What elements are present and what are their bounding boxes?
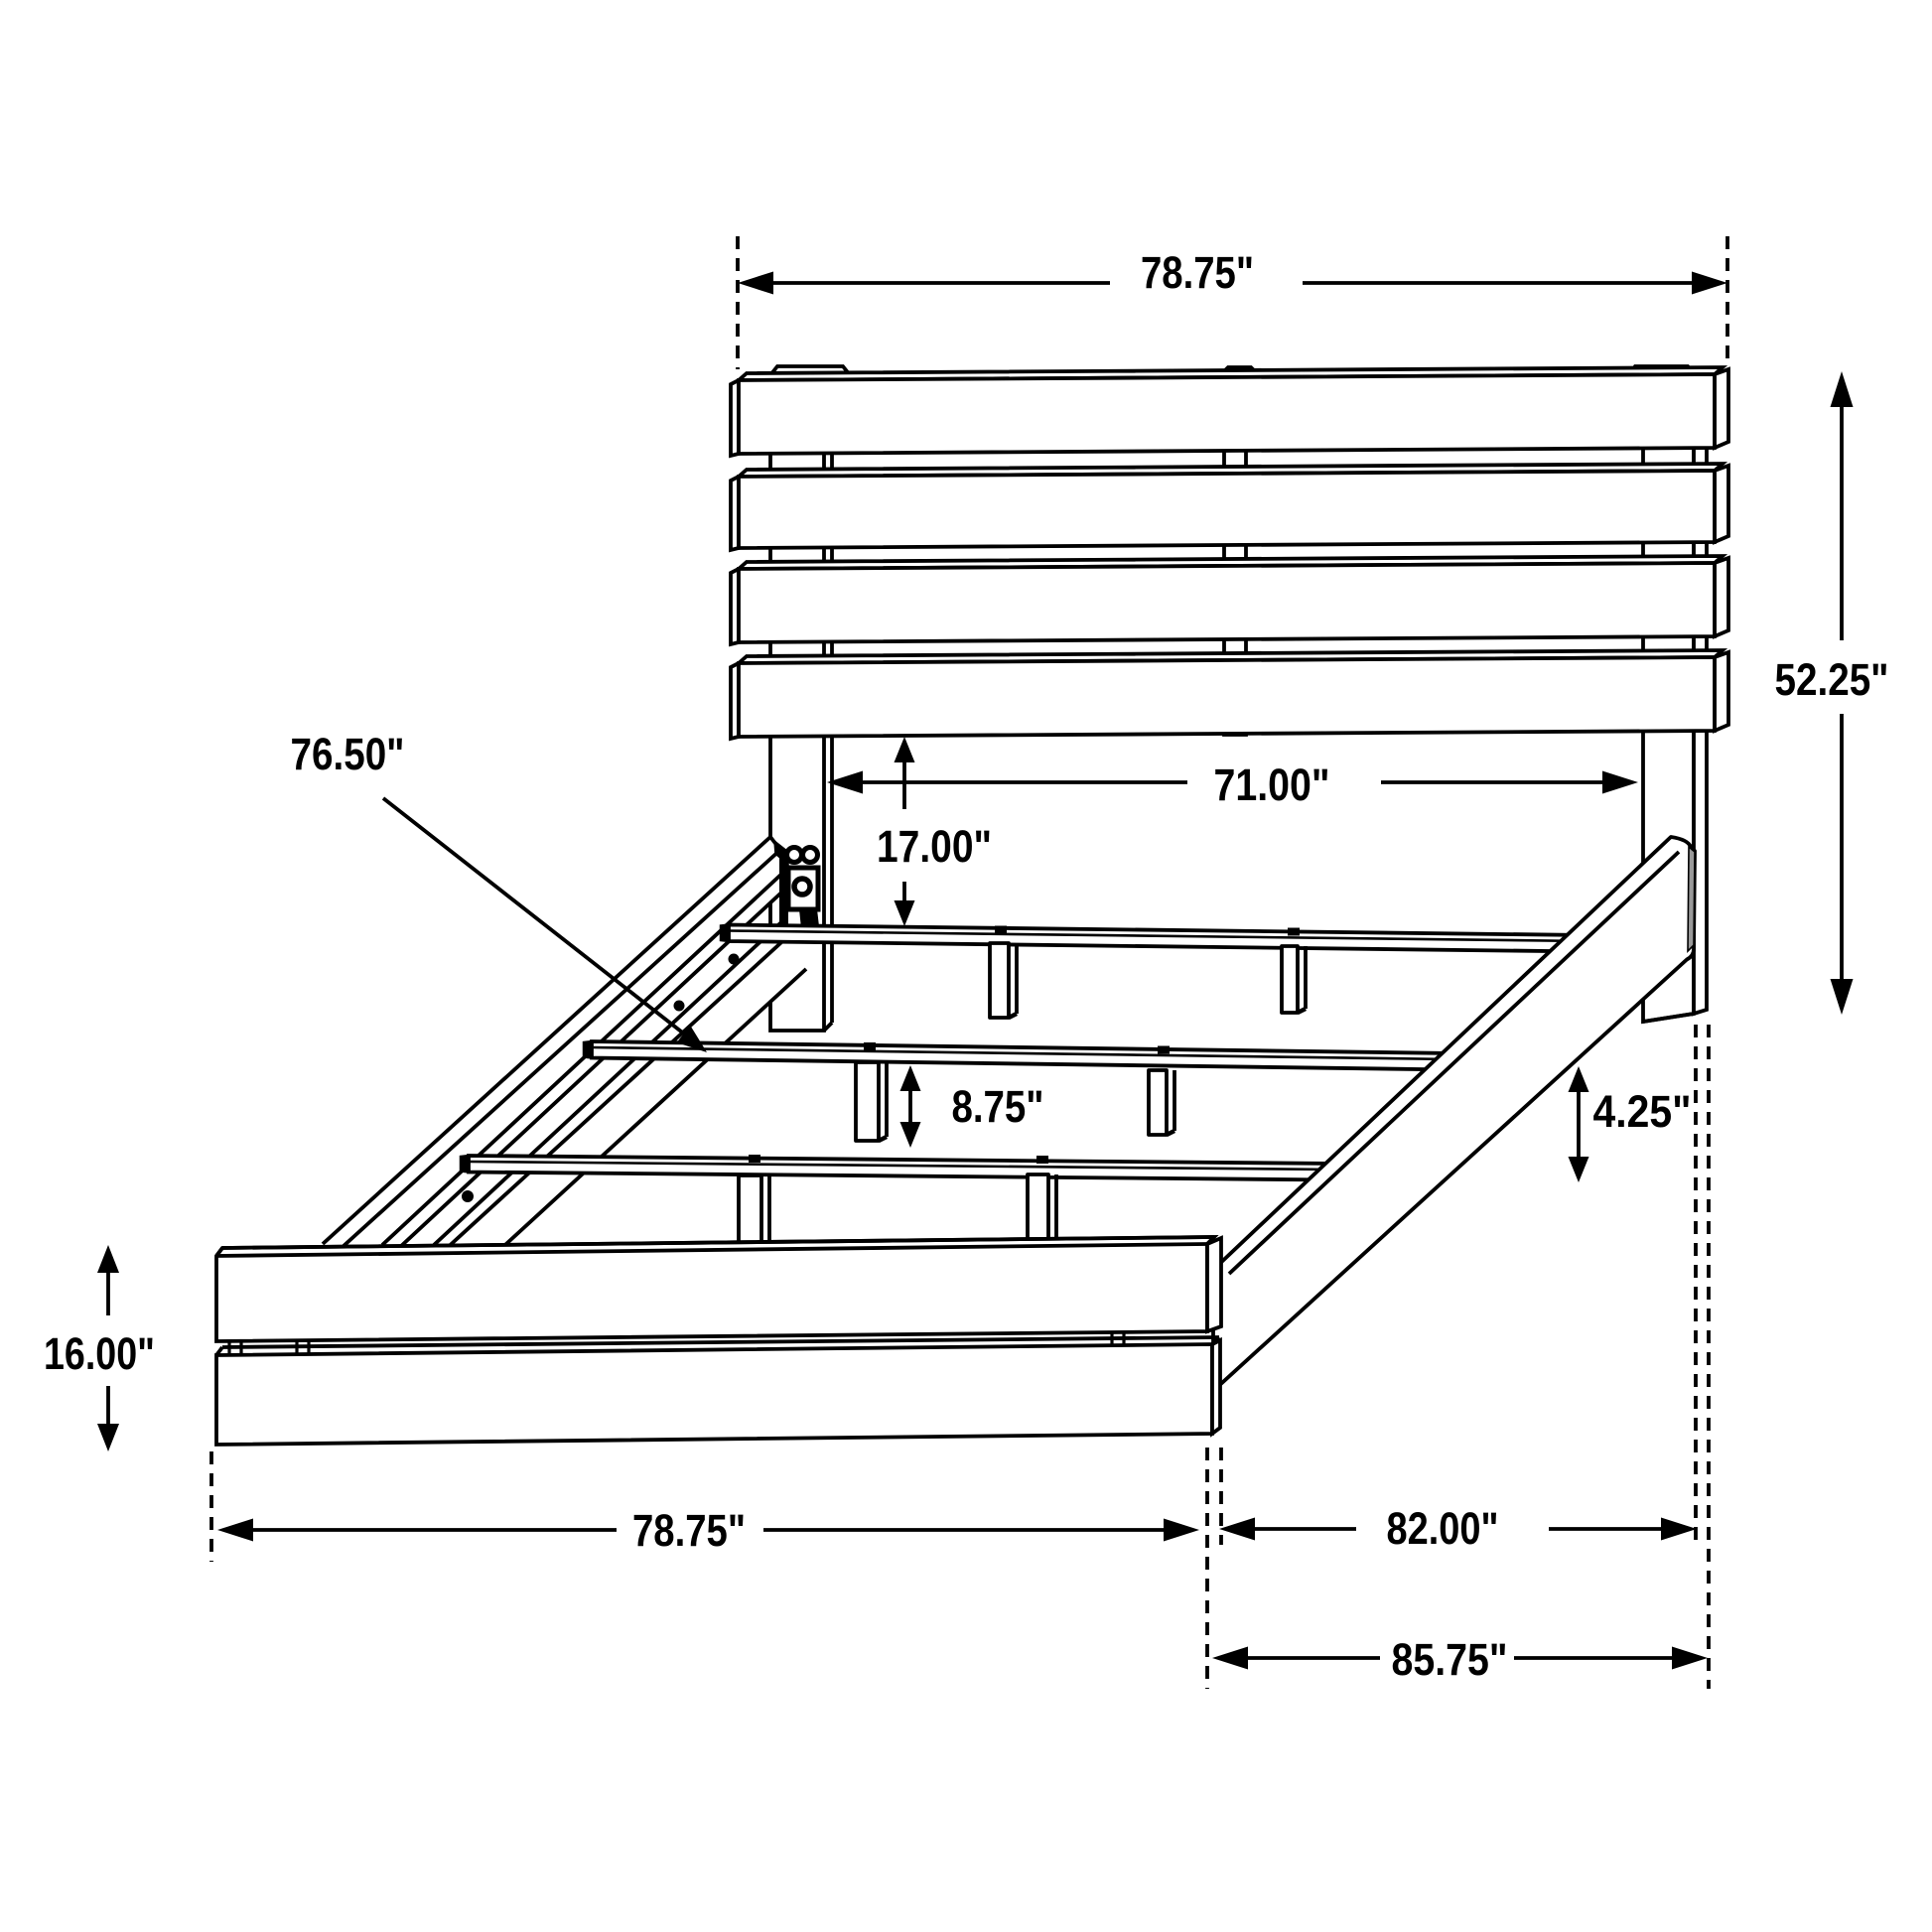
svg-text:76.50": 76.50" (291, 729, 405, 779)
svg-text:17.00": 17.00" (877, 821, 992, 872)
svg-text:85.75": 85.75" (1392, 1634, 1508, 1685)
svg-text:8.75": 8.75" (952, 1081, 1044, 1132)
svg-text:16.00": 16.00" (44, 1328, 155, 1379)
svg-text:4.25": 4.25" (1593, 1086, 1692, 1137)
svg-text:78.75": 78.75" (632, 1505, 746, 1556)
svg-text:52.25": 52.25" (1775, 654, 1889, 705)
svg-text:82.00": 82.00" (1387, 1503, 1499, 1554)
svg-text:78.75": 78.75" (1141, 247, 1254, 298)
svg-text:71.00": 71.00" (1214, 759, 1330, 810)
